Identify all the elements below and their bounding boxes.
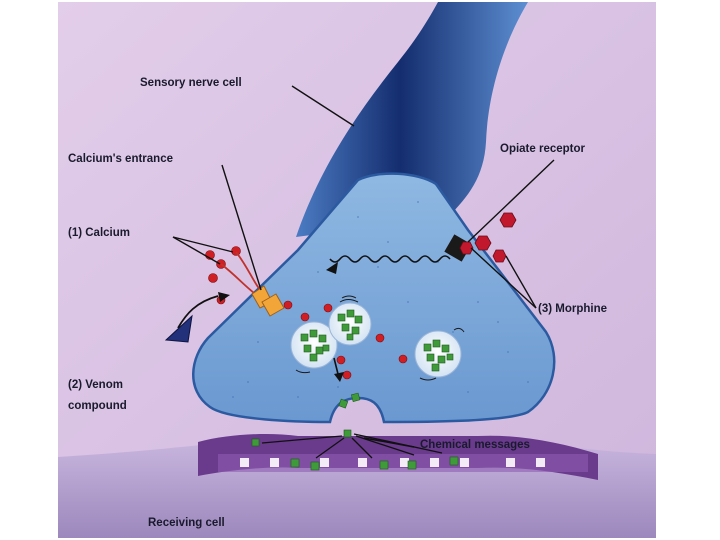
venom-compound-icon [164,314,193,343]
label-calcium: (1) Calcium [68,227,130,239]
label-morphine: (3) Morphine [538,303,607,315]
label-sensory-nerve-cell: Sensory nerve cell [140,77,242,89]
nerve-terminal [192,172,556,424]
cytoplasm-texture [232,201,529,398]
label-venom-line1: (2) Venom [68,379,123,391]
signal-arrowhead [326,262,338,274]
vesicle-motion-marks [295,295,465,381]
vesicle [414,330,462,378]
receiving-cell [58,434,656,538]
release-arrow [333,357,339,375]
label-leaders [172,85,555,448]
label-venom-line2: compound [68,400,127,412]
label-opiate-receptor: Opiate receptor [500,143,586,155]
label-chemical-messages: Chemical messages [420,439,530,451]
label-receiving-cell: Receiving cell [148,517,225,529]
label-calciums-entrance: Calcium's entrance [68,153,173,165]
venom-arrowhead [218,292,230,302]
vesicle [328,302,372,346]
calcium-channel-icon [251,285,285,317]
morphine-molecule-icon [459,212,517,263]
synapse-diagram: Sensory nerve cell Calcium's entrance (1… [58,2,656,538]
chemical-message-icon [251,392,459,471]
release-arrowhead [334,372,344,382]
sensory-nerve-axon [296,2,528,237]
venom-arrow [177,295,219,329]
signal-pathway [329,255,451,263]
opiate-receptor-icon [444,234,472,262]
vesicle [290,321,338,369]
